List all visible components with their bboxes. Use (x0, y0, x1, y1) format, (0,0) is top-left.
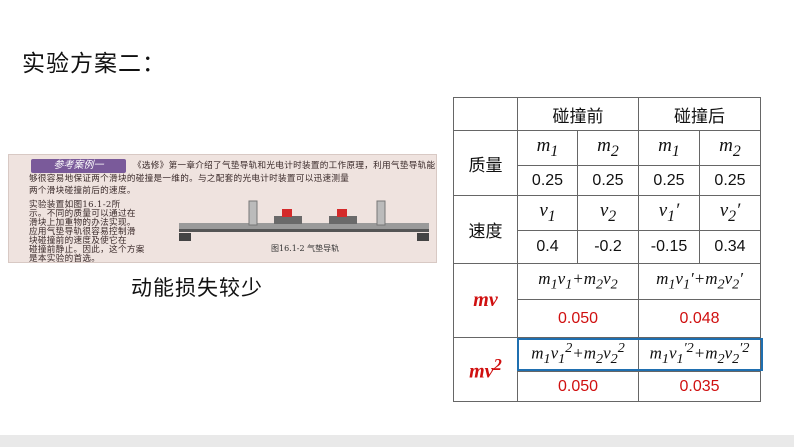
mass-var: m2 (577, 130, 639, 166)
mass-value: 0.25 (577, 165, 639, 196)
conclusion-note: 动能损失较少 (131, 276, 263, 300)
reference-line: 碰撞前静止。因此，这个方案 (29, 245, 145, 255)
reference-line: 应用气垫导轨很容易控制滑 (29, 227, 136, 237)
mass-label: 质量 (453, 130, 518, 196)
reference-line: 实验装置如图16.1-2所 (29, 200, 121, 210)
speed-value: -0.15 (638, 230, 700, 264)
reference-line: 块碰撞前的速度及使它在 (29, 236, 127, 246)
corner-cell (453, 97, 518, 131)
mv-after-value: 0.048 (638, 299, 761, 338)
mv2-after-value: 0.035 (638, 371, 761, 402)
mass-var: m1 (517, 130, 578, 166)
speed-var: v2 (577, 195, 639, 231)
reference-image: 参考案例一 《选修》第一章介绍了气垫导轨和光电计时装置的工作原理，利用气垫导轨能… (8, 154, 437, 263)
reference-line: 两个滑块碰撞前后的速度。 (29, 186, 136, 196)
slide-title: 实验方案二： (22, 51, 166, 77)
reference-line: 《选修》第一章介绍了气垫导轨和光电计时装置的工作原理，利用气垫导轨能 (133, 161, 436, 171)
bottom-bar (0, 435, 794, 447)
mass-value: 0.25 (699, 165, 761, 196)
air-track-illustration (179, 200, 429, 241)
mass-value: 0.25 (638, 165, 700, 196)
mv2-expr-before: m1v12+m2v22 (517, 337, 639, 372)
reference-line: 够很容易地保证两个滑块的碰撞是一维的。与之配套的光电计时装置可以迅速测量 (29, 174, 350, 184)
speed-var: v2′ (699, 195, 761, 231)
mv2-expr-after: m1v1′2+m2v2′2 (638, 337, 761, 372)
speed-var: v1 (517, 195, 578, 231)
speed-label: 速度 (453, 195, 518, 264)
mass-var: m1 (638, 130, 700, 166)
reference-header: 参考案例一 (31, 159, 126, 173)
speed-value: 0.34 (699, 230, 761, 264)
speed-var: v1′ (638, 195, 700, 231)
header-after: 碰撞后 (638, 97, 761, 131)
mass-var: m2 (699, 130, 761, 166)
reference-caption: 图16.1-2 气垫导轨 (271, 244, 340, 253)
reference-line: 是本实验的首选。 (29, 254, 101, 263)
momentum-table: 碰撞前 碰撞后 质量 m1 m2 m1 m2 0.25 0.25 0.25 0.… (453, 97, 761, 402)
header-before: 碰撞前 (517, 97, 639, 131)
speed-value: -0.2 (577, 230, 639, 264)
mv-label: mv (453, 263, 518, 338)
mv-before-value: 0.050 (517, 299, 639, 338)
reference-line: 示。不同的质量可以通过在 (29, 209, 136, 219)
reference-line: 滑块上加重物的办法实现。 (29, 218, 136, 228)
mv2-before-value: 0.050 (517, 371, 639, 402)
speed-value: 0.4 (517, 230, 578, 264)
mv-expr-after: m1v1′+m2v2′ (638, 263, 761, 300)
mv-expr-before: m1v1+m2v2 (517, 263, 639, 300)
mv2-label: mv2 (453, 337, 518, 402)
mass-value: 0.25 (517, 165, 578, 196)
